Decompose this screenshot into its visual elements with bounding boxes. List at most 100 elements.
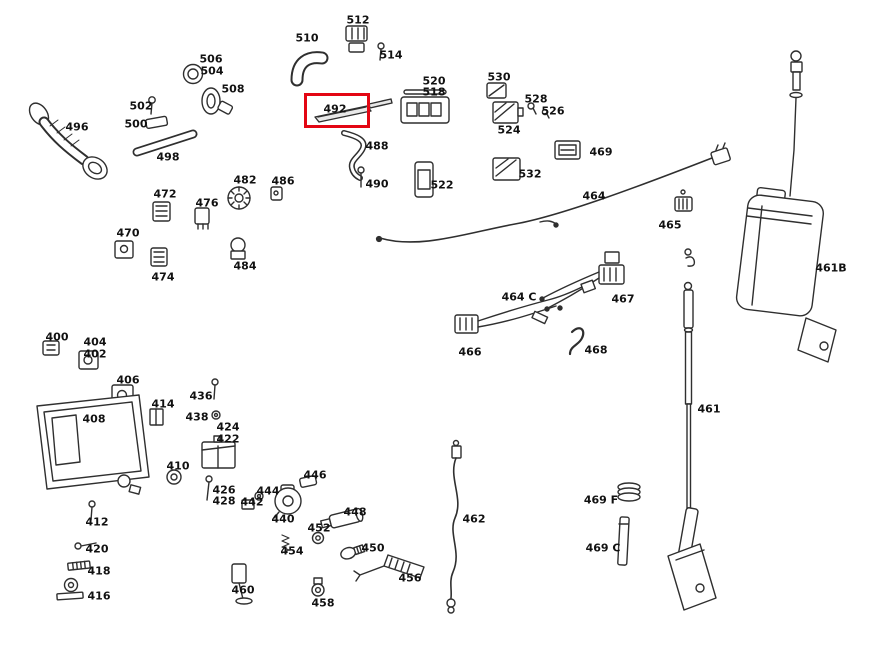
part-469F-drawing (617, 482, 641, 502)
part-476-drawing (194, 207, 210, 230)
part-label-410: 410 (166, 459, 190, 473)
part-461-drawing (667, 248, 717, 611)
part-466-464C-drawing (454, 279, 597, 334)
part-label-446: 446 (303, 468, 327, 482)
part-label-512: 512 (346, 13, 370, 27)
part-472-drawing (152, 201, 171, 222)
part-label-461B: 461B (815, 261, 847, 275)
part-514-drawing (377, 42, 385, 61)
part-label-442: 442 (240, 495, 264, 509)
part-label-454: 454 (280, 544, 304, 558)
part-label-408: 408 (82, 412, 106, 426)
part-label-474: 474 (151, 270, 175, 284)
part-461B-drawing (735, 50, 837, 363)
part-410-drawing (166, 469, 182, 485)
part-492-drawing (314, 98, 393, 123)
part-500-drawing (145, 115, 169, 130)
part-label-436: 436 (189, 389, 213, 403)
part-400-drawing (42, 340, 60, 356)
part-464-cable-drawing (375, 142, 731, 243)
part-446-drawing (299, 475, 318, 488)
part-label-520: 520 (422, 74, 446, 88)
part-label-498: 498 (156, 150, 180, 164)
part-414-drawing (149, 408, 164, 426)
part-532-drawing (492, 157, 521, 181)
part-label-422: 422 (216, 432, 240, 446)
part-label-510: 510 (295, 31, 319, 45)
part-424-422-drawing (201, 435, 236, 469)
part-530-drawing (486, 82, 507, 99)
part-label-420: 420 (85, 542, 109, 556)
part-label-482: 482 (233, 173, 257, 187)
part-508-drawing (201, 87, 234, 115)
part-496-drawing (28, 102, 108, 180)
highlight-box-492[interactable] (304, 93, 370, 128)
part-label-496: 496 (65, 120, 89, 134)
part-418-drawing (67, 560, 91, 571)
part-label-414: 414 (151, 397, 175, 411)
part-label-508: 508 (221, 82, 245, 96)
part-label-492: 492 (323, 102, 347, 116)
part-440-drawing (273, 484, 302, 519)
part-482-drawing (227, 186, 251, 210)
part-label-502: 502 (129, 99, 153, 113)
part-label-472: 472 (153, 187, 177, 201)
part-label-469: 469 (589, 145, 613, 159)
part-label-418: 418 (87, 564, 111, 578)
part-408-drawing (36, 394, 150, 495)
part-label-476: 476 (195, 196, 219, 210)
part-502-drawing (148, 96, 156, 115)
part-label-466: 466 (458, 345, 482, 359)
part-436-438-drawing (211, 378, 221, 420)
part-label-412: 412 (85, 515, 109, 529)
part-label-440: 440 (271, 512, 295, 526)
part-label-448: 448 (343, 505, 367, 519)
part-label-426: 426 (212, 483, 236, 497)
part-469C-drawing (617, 516, 630, 566)
part-412-drawing (88, 500, 96, 521)
part-label-524: 524 (497, 123, 521, 137)
part-label-484: 484 (233, 259, 257, 273)
part-label-464C: 464 C (501, 290, 537, 304)
part-488-490-drawing (341, 130, 367, 188)
part-label-514: 514 (379, 48, 403, 62)
part-468-drawing (568, 327, 585, 356)
part-label-528: 528 (524, 92, 548, 106)
part-510-drawing (290, 51, 329, 87)
part-label-452: 452 (307, 521, 331, 535)
part-label-469C: 469 C (585, 541, 621, 555)
part-label-526: 526 (541, 104, 565, 118)
part-label-438: 438 (185, 410, 209, 424)
part-label-506: 506 (199, 52, 223, 66)
part-label-532: 532 (518, 167, 542, 181)
part-528-526-drawing (527, 102, 550, 119)
part-label-518: 518 (422, 85, 446, 99)
part-484-drawing (230, 237, 246, 260)
part-456-drawing (353, 554, 425, 582)
part-469-drawing (554, 140, 581, 160)
part-498-drawing (132, 129, 198, 157)
part-label-428: 428 (212, 494, 236, 508)
part-522-drawing (414, 161, 434, 198)
part-452-drawing (311, 531, 325, 545)
part-label-488: 488 (365, 139, 389, 153)
part-label-465: 465 (658, 218, 682, 232)
part-470-drawing (114, 240, 134, 259)
part-486-drawing (270, 186, 283, 201)
part-label-469F: 469 F (583, 493, 619, 507)
part-404-402-drawing (78, 350, 99, 370)
part-label-530: 530 (487, 70, 511, 84)
part-label-458: 458 (311, 596, 335, 610)
part-label-460: 460 (231, 583, 255, 597)
part-462-drawing (446, 439, 462, 614)
part-465-drawing (674, 189, 693, 212)
part-444-442-drawing (241, 491, 264, 510)
part-label-464: 464 (582, 189, 606, 203)
part-label-424: 424 (216, 420, 240, 434)
part-label-490: 490 (365, 177, 389, 191)
part-label-416: 416 (87, 589, 111, 603)
part-467-drawing (539, 251, 625, 312)
part-label-468: 468 (584, 343, 608, 357)
part-448-drawing (320, 507, 364, 529)
